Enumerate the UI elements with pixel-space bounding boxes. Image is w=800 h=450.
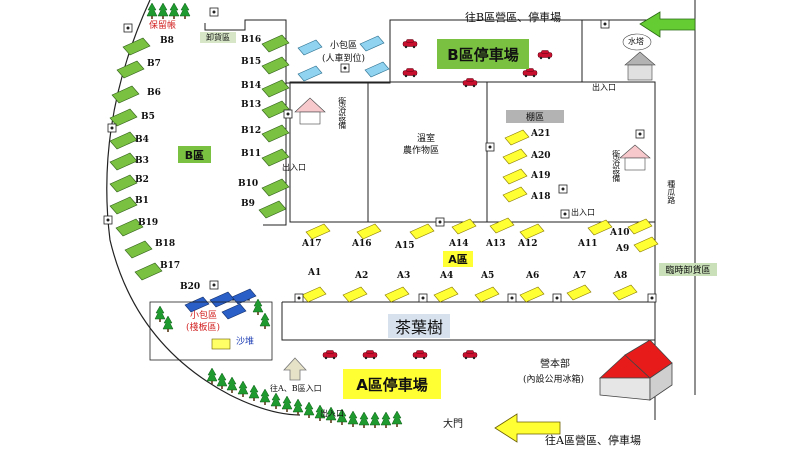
slot-a5: A5	[481, 271, 495, 281]
arrow-entrance-icon	[283, 357, 307, 381]
slot-a17: A17	[302, 239, 322, 249]
b-tents-mid	[258, 34, 290, 219]
slot-a4: A4	[440, 271, 454, 281]
b-parking-label: B區停車場	[437, 39, 529, 69]
entrance-ab-label: 往A、B區入口	[270, 384, 322, 393]
a-zone-label: A區	[443, 251, 473, 267]
slot-b8: B8	[160, 36, 174, 46]
top-trees	[146, 2, 191, 20]
slot-a8: A8	[614, 271, 628, 281]
exit-label-3: 出入口	[571, 208, 595, 217]
slot-b6: B6	[147, 88, 161, 98]
slot-a12: A12	[518, 239, 538, 249]
bath-building-left	[294, 97, 326, 125]
slot-b12: B12	[241, 126, 262, 136]
slot-b19: B19	[138, 218, 159, 228]
temp-unload-area-label: 臨時卸貨區	[659, 263, 717, 276]
slot-b16: B16	[241, 35, 262, 45]
slot-a15: A15	[395, 241, 415, 251]
small-tent2-label: 小包區	[190, 311, 218, 321]
hq-building	[598, 339, 673, 401]
slot-a16: A16	[352, 239, 372, 249]
b-zone-label: B區	[178, 146, 211, 163]
a-tents	[301, 129, 659, 303]
reserved-tent-label: 保留帳	[149, 21, 177, 31]
greenhouse-label: 溫室	[417, 134, 436, 144]
main-gate-label: 大門	[443, 419, 463, 430]
slot-b15: B15	[241, 57, 262, 67]
bath-building-right	[619, 144, 651, 171]
slot-a2: A2	[355, 271, 369, 281]
small-tent2-sub-label: (棧板區)	[186, 323, 221, 333]
slot-a11: A11	[578, 239, 598, 249]
slot-a7: A7	[573, 271, 587, 281]
to-b-area-label: 往B區營區、停車場	[465, 11, 562, 24]
slot-b1: B1	[135, 196, 149, 206]
slot-b10: B10	[238, 179, 259, 189]
small-tent-label: 小包區	[330, 41, 358, 51]
arrow-to-a-icon	[494, 413, 561, 443]
exit-label-2: 出入口	[592, 83, 616, 92]
slot-a21: A21	[531, 129, 551, 139]
slot-a20: A20	[531, 151, 551, 161]
tea-tree-label: 茶葉樹	[388, 314, 450, 338]
slot-a6: A6	[526, 271, 540, 281]
slot-a1: A1	[308, 268, 322, 278]
slot-b4: B4	[135, 135, 149, 145]
slot-a3: A3	[397, 271, 411, 281]
cars	[322, 39, 553, 360]
slot-b9: B9	[241, 199, 255, 209]
slot-b17: B17	[160, 261, 181, 271]
slot-a14: A14	[449, 239, 469, 249]
greenhouse-sub-label: 農作物區	[403, 146, 440, 156]
b-tents-left	[109, 37, 163, 281]
arrow-to-b-icon	[639, 11, 696, 38]
slot-b3: B3	[135, 156, 149, 166]
water-tower-label: 水塔	[628, 37, 644, 46]
small-tents-top	[297, 35, 390, 82]
slot-b18: B18	[155, 239, 176, 249]
small-tent-sub-label: (人車到位)	[322, 54, 366, 64]
bath-left-label: 衛浴設備	[337, 97, 347, 129]
hq-sub-label: (內設公用冰箱)	[523, 375, 585, 385]
to-a-area-label: 往A區營區、停車場	[545, 434, 641, 447]
small-tents-bottom	[184, 288, 257, 320]
slot-b2: B2	[135, 175, 149, 185]
slot-a13: A13	[486, 239, 506, 249]
exit-label-4: 出入口	[320, 409, 344, 418]
slot-b7: B7	[147, 59, 161, 69]
slot-b20: B20	[180, 282, 201, 292]
slot-a10: A10	[610, 228, 630, 238]
shed-area-label: 棚區	[506, 110, 564, 123]
sand-pile	[211, 338, 231, 350]
slot-b14: B14	[241, 81, 262, 91]
slot-b5: B5	[141, 112, 155, 122]
bath-right-label: 衛浴設備	[611, 150, 621, 182]
unload-area-label: 卸貨區	[200, 32, 236, 43]
small-tent-area-border	[149, 301, 273, 361]
slot-a19: A19	[531, 171, 551, 181]
slot-b11: B11	[241, 149, 262, 159]
a-parking-label: A區停車場	[343, 369, 441, 399]
slot-a18: A18	[531, 192, 551, 202]
slot-b13: B13	[241, 100, 262, 110]
exit-label-1: 出入口	[282, 163, 306, 172]
road-label: 種瓜路	[666, 180, 676, 204]
sand-label: 沙堆	[236, 337, 255, 347]
slot-a9: A9	[616, 244, 630, 254]
water-tower-building	[622, 33, 656, 81]
hq-label: 營本部	[540, 359, 570, 370]
